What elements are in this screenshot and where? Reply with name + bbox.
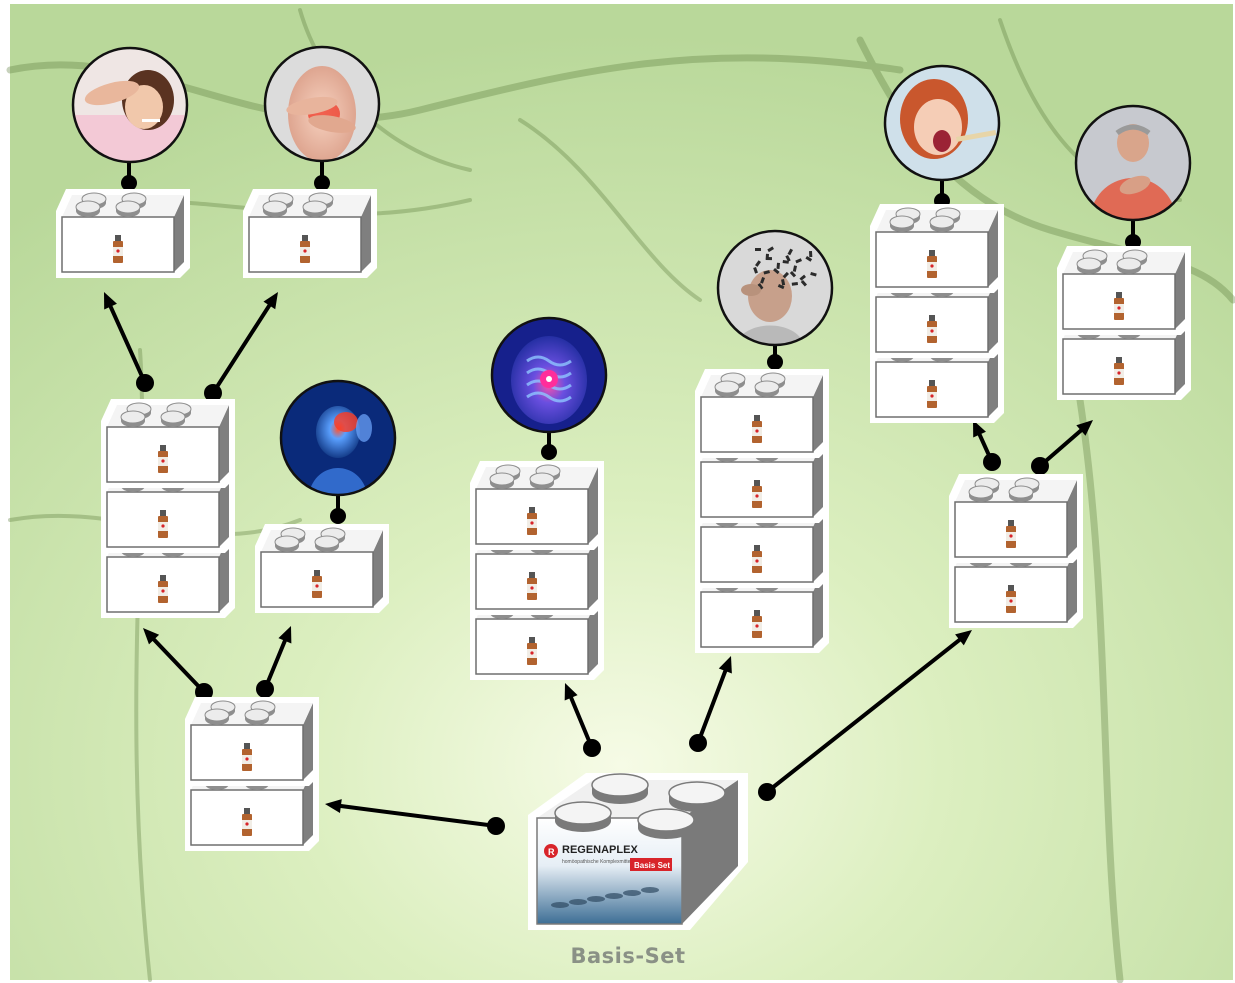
- lego-brick: [949, 474, 1083, 563]
- stomach-pain-icon: [263, 45, 381, 163]
- lego-brick: [695, 369, 829, 458]
- connector-arrow: [325, 799, 505, 835]
- brand-name: REGENAPLEX: [562, 844, 638, 856]
- connector-arrow: [104, 292, 154, 392]
- lego-brick: [470, 461, 604, 550]
- connector-arrow: [1031, 420, 1093, 475]
- brand-tagline: homöopathische Komplexmittel: [562, 859, 631, 865]
- connector-arrow: [204, 292, 278, 402]
- lego-brick: [243, 189, 377, 278]
- connector-arrow: [564, 683, 601, 757]
- connector-arrow: [689, 656, 732, 752]
- chest-pain-man-icon: [1074, 104, 1192, 222]
- lego-brick: [185, 697, 319, 786]
- connector-arrow: [256, 626, 292, 698]
- lego-brick: [56, 189, 190, 278]
- basis-set-caption: Basis-Set: [570, 944, 686, 968]
- connectors: [104, 152, 1141, 835]
- svg-text:R: R: [548, 847, 555, 857]
- connector-arrow: [758, 630, 972, 801]
- lego-brick: [255, 524, 389, 613]
- lego-brick: [101, 529, 235, 618]
- lego-brick: [1057, 246, 1191, 335]
- intestine-icon: [490, 316, 608, 434]
- lego-brick: [101, 399, 235, 488]
- sore-throat-child-icon: [883, 64, 1001, 182]
- dementia-head-icon: [716, 229, 834, 347]
- bricks: [56, 189, 1191, 851]
- box-badge: Basis Set: [634, 861, 670, 870]
- connector-arrow: [973, 420, 1001, 471]
- brand-logo-icon: [544, 844, 558, 858]
- tree-branch: [518, 118, 702, 302]
- lego-brick: [870, 204, 1004, 293]
- headache-icon: [279, 379, 397, 497]
- connector-arrow: [143, 628, 213, 701]
- tree-branch: [1076, 396, 1124, 983]
